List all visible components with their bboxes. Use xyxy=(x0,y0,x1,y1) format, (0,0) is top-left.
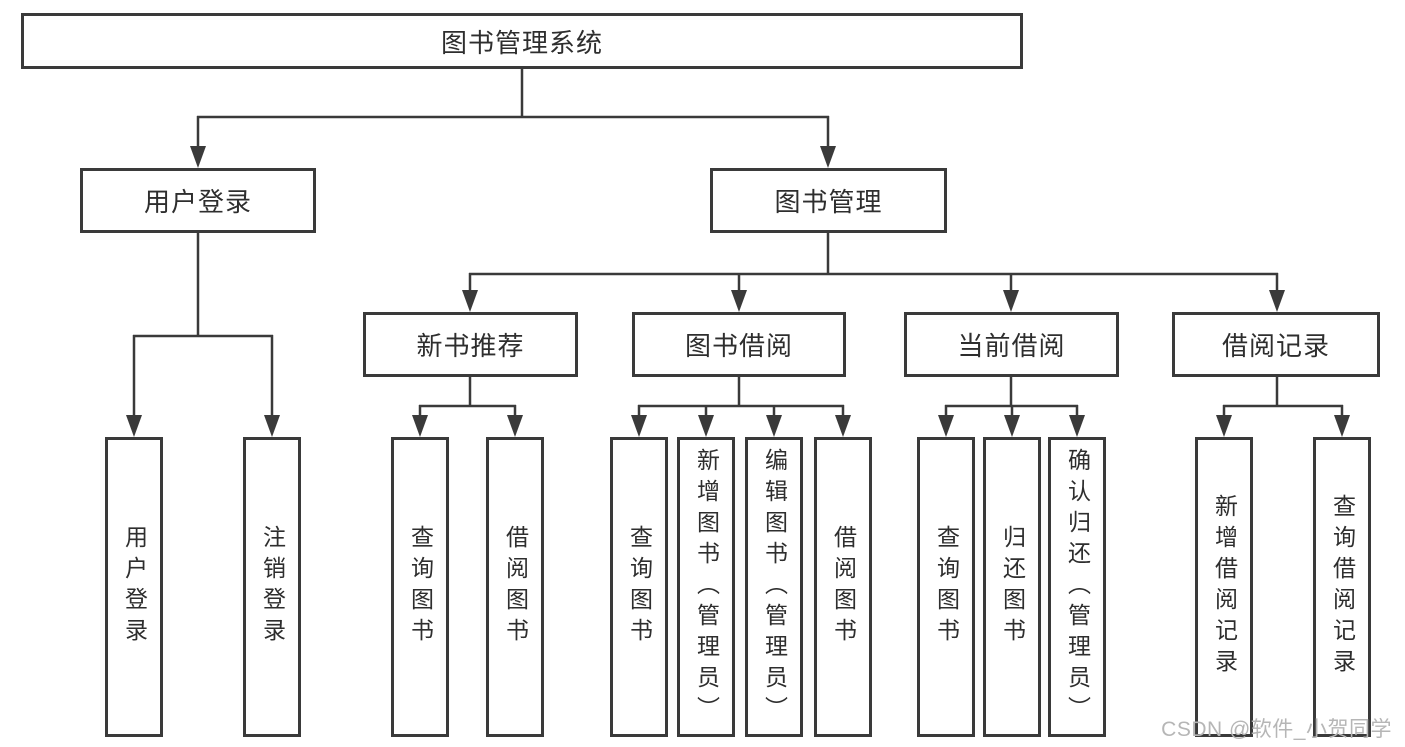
node-label: 图书借阅 xyxy=(684,331,793,361)
node-book-borrowing: 图书借阅 xyxy=(632,312,846,377)
leaf-label: 归还图书 xyxy=(999,525,1026,649)
leaf-label: 查询图书 xyxy=(626,525,653,649)
leaf-edit-books-admin: 编辑图书（管理员） xyxy=(745,437,803,737)
leaf-query-borrow-record: 查询借阅记录 xyxy=(1313,437,1371,737)
node-new-book-recommend: 新书推荐 xyxy=(363,312,578,377)
leaf-user-login: 用户登录 xyxy=(105,437,163,737)
leaf-label: 新增图书（管理员） xyxy=(693,447,720,727)
leaf-query-books-current: 查询图书 xyxy=(917,437,975,737)
leaf-label: 查询借阅记录 xyxy=(1329,494,1356,680)
node-label: 图书管理 xyxy=(774,187,883,217)
node-user-login: 用户登录 xyxy=(80,168,316,233)
csdn-watermark: CSDN @软件_小贺同学 xyxy=(1161,718,1392,741)
leaf-label: 查询图书 xyxy=(933,525,960,649)
connector-borrow-records-to-leaves xyxy=(1216,377,1350,437)
connector-book-borrow-to-leaves xyxy=(631,377,851,437)
connector-user-login-to-leaves xyxy=(126,233,280,437)
leaf-label: 注销登录 xyxy=(259,525,286,649)
connector-root-to-level2 xyxy=(190,69,836,168)
leaf-label: 借阅图书 xyxy=(830,525,857,649)
leaf-label: 新增借阅记录 xyxy=(1211,494,1238,680)
node-root-system: 图书管理系统 xyxy=(21,13,1023,69)
leaf-borrow-books: 借阅图书 xyxy=(814,437,872,737)
leaf-query-books-recommend: 查询图书 xyxy=(391,437,449,737)
node-label: 借阅记录 xyxy=(1221,331,1330,361)
node-current-borrowing: 当前借阅 xyxy=(904,312,1119,377)
connector-current-borrow-to-leaves xyxy=(938,377,1085,437)
node-borrowing-records: 借阅记录 xyxy=(1172,312,1380,377)
leaf-logout: 注销登录 xyxy=(243,437,301,737)
leaf-return-books: 归还图书 xyxy=(983,437,1041,737)
connector-new-book-rec-to-leaves xyxy=(412,377,523,437)
node-label: 图书管理系统 xyxy=(440,27,603,58)
leaf-borrow-books-recommend: 借阅图书 xyxy=(486,437,544,737)
leaf-confirm-return-admin: 确认归还（管理员） xyxy=(1048,437,1106,737)
node-label: 当前借阅 xyxy=(957,331,1066,361)
leaf-label: 查询图书 xyxy=(407,525,434,649)
leaf-label: 用户登录 xyxy=(121,525,148,649)
connector-book-mgmt-to-level3 xyxy=(462,233,1285,312)
leaf-label: 编辑图书（管理员） xyxy=(761,447,788,727)
node-label: 用户登录 xyxy=(143,187,252,217)
leaf-query-books-borrowing: 查询图书 xyxy=(610,437,668,737)
leaf-add-borrow-record: 新增借阅记录 xyxy=(1195,437,1253,737)
node-book-management: 图书管理 xyxy=(710,168,947,233)
leaf-label: 借阅图书 xyxy=(502,525,529,649)
node-label: 新书推荐 xyxy=(416,331,525,361)
leaf-label: 确认归还（管理员） xyxy=(1064,447,1091,727)
leaf-add-books-admin: 新增图书（管理员） xyxy=(677,437,735,737)
